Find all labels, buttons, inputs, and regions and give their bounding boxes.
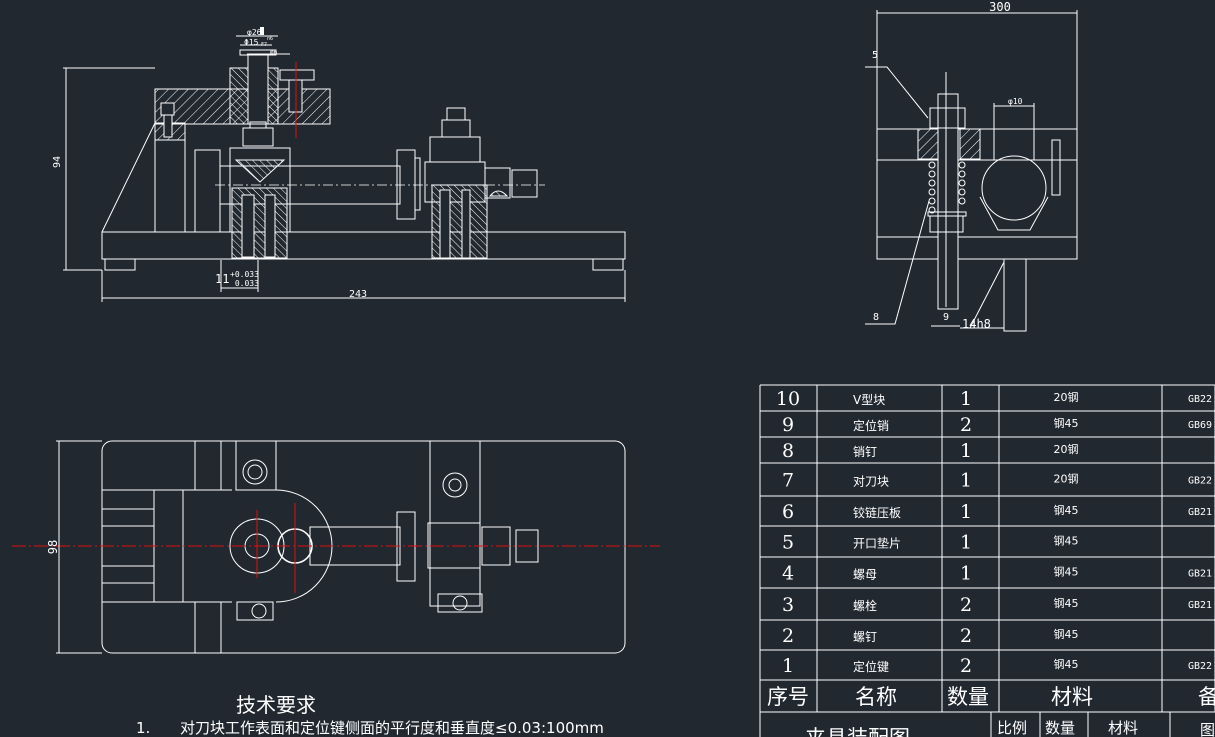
bom-note: GB22 bbox=[1188, 394, 1212, 405]
title-drawing-no-label: 图 bbox=[1200, 721, 1215, 737]
bom-material: 钢45 bbox=[1054, 535, 1079, 548]
bom-note: GB21 bbox=[1188, 600, 1212, 611]
bom-note: GB21 bbox=[1188, 569, 1212, 580]
dim-key-width: 11 bbox=[215, 272, 229, 286]
bom-table: 10 V型块 1 20钢 GB22 9 定位销 2 钢45 GB69 8 销钉 1 20钢 7 对刀块 1 20钢… bbox=[759, 384, 1215, 737]
bom-no: 4 bbox=[782, 563, 794, 585]
title-drawing-name: 夹具装配图 bbox=[805, 726, 910, 737]
bom-header-note: 备 bbox=[1198, 685, 1215, 709]
dim-bushing-outer: φ26 bbox=[247, 28, 262, 37]
bom-qty: 1 bbox=[960, 440, 972, 462]
bom-qty: 2 bbox=[960, 625, 972, 647]
dim-key-fit: 14h8 bbox=[962, 317, 991, 331]
bom-no: 2 bbox=[782, 625, 794, 647]
tech-req-index-1: 1. bbox=[136, 719, 150, 737]
bom-material: 钢45 bbox=[1054, 566, 1079, 579]
locating-key-right bbox=[592, 258, 624, 271]
bom-row: 2 螺钉 2 钢45 bbox=[782, 625, 1079, 647]
bom-qty: 2 bbox=[960, 655, 972, 677]
bom-material: 20钢 bbox=[1054, 443, 1079, 456]
bom-row: 4 螺母 1 钢45 GB21 bbox=[782, 563, 1212, 585]
workpiece-circle bbox=[981, 155, 1047, 221]
bom-row: 3 螺栓 2 钢45 GB21 bbox=[782, 594, 1212, 616]
bom-qty: 1 bbox=[960, 388, 972, 410]
dim-bushing-bore-fit: F7 bbox=[261, 42, 267, 48]
bom-no: 7 bbox=[782, 470, 794, 492]
bom-no: 8 bbox=[782, 440, 794, 462]
bom-material: 钢45 bbox=[1054, 597, 1079, 610]
bom-no: 6 bbox=[782, 501, 794, 523]
bom-row: 7 对刀块 1 20钢 GB22 bbox=[782, 470, 1212, 492]
bom-row: 9 定位销 2 钢45 GB69 bbox=[782, 414, 1212, 436]
title-material-label: 材料 bbox=[1108, 719, 1138, 737]
tech-req-title: 技术要求 bbox=[236, 693, 316, 717]
bom-row: 1 定位键 2 钢45 GB22 bbox=[782, 655, 1212, 677]
bom-name: 销钉 bbox=[853, 445, 877, 459]
dim-height: 94 bbox=[52, 156, 63, 168]
bom-name: 定位销 bbox=[853, 418, 889, 433]
bom-header-material: 材料 bbox=[1051, 685, 1093, 709]
locating-key bbox=[1003, 258, 1027, 332]
locating-key-left bbox=[104, 258, 136, 271]
bom-qty: 1 bbox=[960, 470, 972, 492]
callout-8: 8 bbox=[873, 312, 879, 323]
bom-no: 1 bbox=[782, 655, 794, 677]
bom-header-no: 序号 bbox=[767, 685, 809, 709]
title-qty-label: 数量 bbox=[1045, 719, 1075, 737]
bom-row: 5 开口垫片 1 钢45 bbox=[782, 532, 1079, 554]
bom-name: 螺母 bbox=[853, 568, 877, 582]
bom-note: GB22 bbox=[1188, 476, 1212, 487]
spring-coils bbox=[928, 161, 966, 214]
bom-qty: 1 bbox=[960, 563, 972, 585]
bom-name: 螺钉 bbox=[853, 630, 877, 644]
bom-header-qty: 数量 bbox=[947, 685, 989, 709]
dim-key-tol-lower: _0.033 bbox=[230, 279, 259, 288]
bom-material: 钢45 bbox=[1054, 628, 1079, 641]
bom-note: GB69 bbox=[1188, 420, 1212, 431]
dim-pin-dia: φ10 bbox=[1008, 97, 1023, 106]
bom-row: 10 V型块 1 20钢 GB22 bbox=[776, 388, 1212, 410]
dim-bushing-inner: φ6 bbox=[270, 49, 278, 56]
bom-qty: 1 bbox=[960, 501, 972, 523]
top-view: 98 bbox=[12, 440, 660, 654]
bom-qty: 2 bbox=[960, 594, 972, 616]
front-view: 94 243 11 +0.033 _0.033 φ26 n6 Φ15 F7 φ6 bbox=[52, 27, 626, 302]
side-view: φ10 300 5 8 9 14h8 bbox=[865, 0, 1078, 332]
bom-no: 9 bbox=[782, 414, 794, 436]
bom-name: V型块 bbox=[853, 393, 885, 407]
bom-header-name: 名称 bbox=[855, 685, 897, 709]
technical-requirements: 技术要求 1. 对刀块工作表面和定位键侧面的平行度和垂直度≤0.03:100mm bbox=[136, 693, 604, 737]
bom-name: 定位键 bbox=[853, 659, 889, 674]
tech-req-text-1: 对刀块工作表面和定位键侧面的平行度和垂直度≤0.03:100mm bbox=[180, 719, 604, 737]
bom-material: 钢45 bbox=[1054, 417, 1079, 430]
bom-material: 钢45 bbox=[1054, 658, 1079, 671]
bom-no: 10 bbox=[776, 388, 800, 410]
callout-9: 9 bbox=[943, 312, 949, 323]
bom-qty: 2 bbox=[960, 414, 972, 436]
base-plate bbox=[101, 231, 626, 260]
bom-name: 对刀块 bbox=[853, 475, 889, 489]
dim-bushing-bore: Φ15 bbox=[244, 38, 259, 47]
dim-length: 243 bbox=[349, 289, 367, 300]
bom-material: 钢45 bbox=[1054, 504, 1079, 517]
bom-row: 6 铰链压板 1 钢45 GB21 bbox=[782, 501, 1212, 523]
dim-width: 300 bbox=[989, 0, 1011, 14]
bom-name: 铰链压板 bbox=[853, 505, 901, 520]
dim-top-width: 98 bbox=[46, 540, 60, 554]
bom-material: 20钢 bbox=[1054, 391, 1079, 404]
base-plate-top bbox=[101, 440, 626, 654]
bom-name: 开口垫片 bbox=[853, 536, 901, 551]
bom-note: GB22 bbox=[1188, 661, 1212, 672]
callout-5: 5 bbox=[872, 50, 878, 61]
dim-key-tol-upper: +0.033 bbox=[230, 270, 259, 279]
bom-no: 5 bbox=[782, 532, 794, 554]
bom-qty: 1 bbox=[960, 532, 972, 554]
bom-material: 20钢 bbox=[1054, 473, 1079, 486]
dim-bushing-outer-fit: n6 bbox=[267, 36, 273, 42]
title-scale-label: 比例 bbox=[997, 719, 1027, 737]
bom-row: 8 销钉 1 20钢 bbox=[782, 440, 1079, 462]
bom-name: 螺栓 bbox=[853, 598, 877, 613]
bom-no: 3 bbox=[782, 594, 794, 616]
bom-note: GB21 bbox=[1188, 507, 1212, 518]
